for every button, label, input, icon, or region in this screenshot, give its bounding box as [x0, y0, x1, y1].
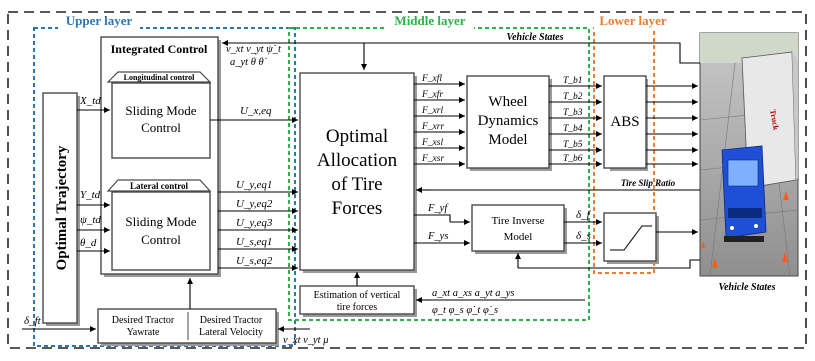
states-top-line2: a_yt θ θ̇	[230, 57, 267, 68]
fx-label-1: F_xfl	[421, 73, 442, 84]
allocation-line4: Forces	[332, 198, 383, 219]
lateral-smc-line1: Sliding Mode	[125, 214, 196, 229]
y-td-label: Y_td	[80, 189, 101, 201]
lower-layer-label: Lower layer	[599, 13, 666, 28]
fx-label-2: F_xfr	[421, 89, 443, 100]
u-s-eq1-label: U_s,eq1	[236, 236, 272, 248]
optimal-allocation-block	[299, 72, 415, 271]
tb-label-1: T_b1	[563, 76, 583, 86]
upper-layer-label: Upper layer	[66, 13, 133, 28]
psi-td-label: ψ_td	[80, 214, 101, 226]
desired-yawrate-line2: Yawrate	[127, 327, 160, 338]
vehicle-states-top-label: Vehicle States	[507, 32, 564, 43]
lateral-smc-line2: Control	[141, 232, 181, 247]
bottom-states-label: v_xt v_yt μ	[283, 335, 329, 346]
vehicle-states-bottom-label: Vehicle States	[719, 282, 776, 293]
desired-lateral-velocity-line1: Desired Tractor	[200, 315, 263, 326]
f-ys-label: F_ys	[427, 231, 448, 242]
u-y-eq1-label: U_y,eq1	[236, 179, 272, 191]
estimation-line2: tire forces	[337, 302, 377, 313]
tire-inverse-line1: Tire Inverse	[491, 215, 544, 227]
lateral-smc-block	[111, 191, 211, 271]
tire-slip-ratio-label: Tire Slip Ratio	[621, 178, 676, 188]
abs-label: ABS	[610, 114, 639, 130]
fx-label-5: F_xsl	[421, 138, 443, 148]
svg-text:Truck: Truck	[768, 109, 781, 132]
estimation-block	[299, 285, 415, 315]
lateral-control-header	[106, 179, 212, 192]
delta-ft-label: δ_ft	[24, 315, 42, 327]
abs-block	[603, 75, 647, 169]
delta-f-label: δ_f	[576, 209, 592, 221]
delta-s-label: δ_s	[576, 230, 591, 242]
saturation-curve	[610, 225, 652, 251]
fx-label-4: F_xrr	[421, 122, 444, 132]
tire-inverse-line2: Model	[504, 231, 533, 243]
desired-tractor-block	[97, 308, 277, 344]
truck-simulation-image: Truck	[699, 32, 799, 277]
saturation-block	[603, 212, 657, 262]
u-x-eq-label: U_x,eq	[240, 105, 272, 117]
longitudinal-smc-line2: Control	[141, 120, 181, 135]
desired-yawrate-line1: Desired Tractor	[112, 315, 175, 326]
lateral-control-label: Lateral control	[130, 181, 189, 191]
middle-layer-label: Middle layer	[394, 13, 465, 28]
u-y-eq2-label: U_y,eq2	[236, 198, 273, 210]
integrated-control-title: Integrated Control	[111, 42, 208, 56]
theta-d-label: θ_d	[80, 237, 97, 249]
states-top-line1: v_xt v_yt ψ̇_t	[226, 44, 282, 55]
tb-label-2: T_b2	[563, 92, 583, 102]
accel-line1: a_xt a_xs a_yt a_ys	[432, 288, 515, 299]
x-td-label: X_td	[79, 95, 101, 107]
wheel-dynamics-line2: Dynamics	[478, 113, 539, 129]
longitudinal-control-label: Longitudinal control	[124, 73, 196, 82]
optimal-trajectory-label: Optimal Trajectory	[54, 145, 70, 270]
estimation-line1: Estimation of vertical	[314, 290, 401, 301]
desired-lateral-velocity-line2: Lateral Velocity	[199, 327, 263, 338]
u-s-eq2-label: U_s,eq2	[236, 255, 273, 267]
tb-label-4: T_b4	[563, 124, 583, 134]
allocation-line1: Optimal	[326, 126, 388, 147]
longitudinal-smc-line1: Sliding Mode	[125, 103, 196, 118]
tb-label-5: T_b5	[563, 140, 583, 150]
longitudinal-control-header	[106, 71, 212, 83]
allocation-line2: Allocation	[317, 150, 398, 171]
fx-label-3: F_xrl	[421, 106, 443, 116]
wheel-dynamics-line3: Model	[488, 132, 527, 148]
f-yf-label: F_yf	[427, 203, 449, 214]
tire-inverse-block	[471, 204, 565, 252]
tb-label-3: T_b3	[563, 108, 583, 118]
outer-frame	[7, 11, 807, 349]
optimal-trajectory-block	[42, 92, 78, 324]
wheel-dynamics-block	[466, 75, 550, 169]
u-y-eq3-label: U_y,eq3	[236, 217, 273, 229]
tb-label-6: T_b6	[563, 154, 583, 164]
accel-line2: φ_t φ_s φ̇_t φ̇_s	[432, 305, 498, 316]
allocation-line3: of Tire	[331, 174, 382, 195]
wheel-dynamics-line1: Wheel	[488, 94, 527, 110]
fx-label-6: F_xsr	[421, 154, 444, 164]
